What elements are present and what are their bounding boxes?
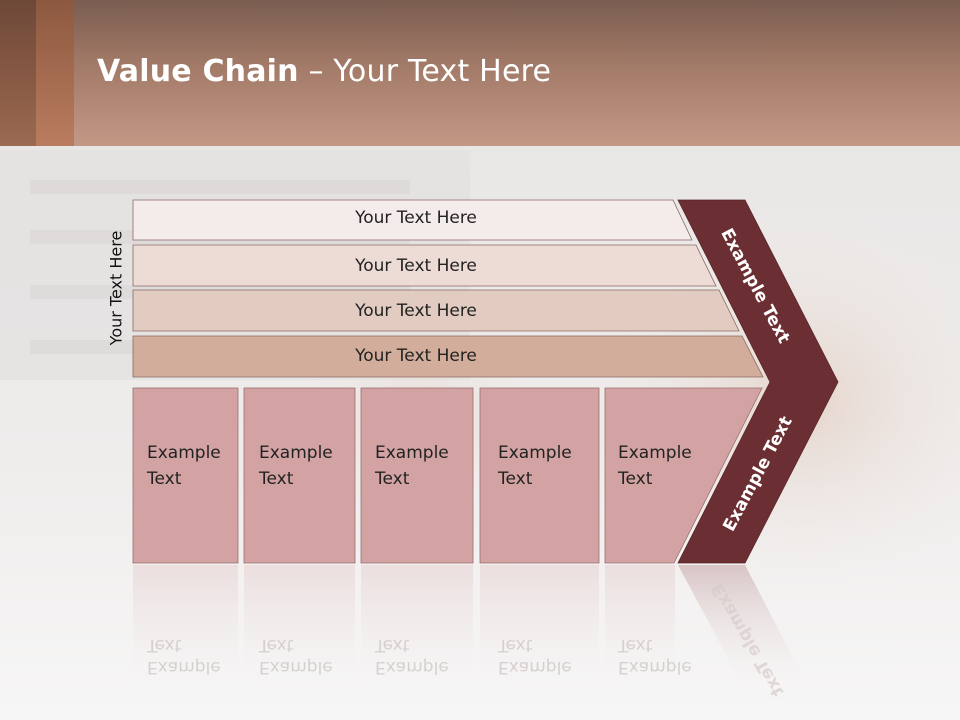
activity-box (360, 387, 474, 564)
row-label: Your Text Here (355, 301, 477, 321)
row-label: Your Text Here (355, 208, 477, 228)
activity-box (479, 387, 600, 564)
slide-title: Value Chain – Your Text Here (97, 54, 551, 89)
reflection (361, 565, 473, 685)
reflection (480, 565, 599, 685)
reflection (133, 565, 238, 685)
row-label: Your Text Here (355, 256, 477, 276)
reflection (678, 565, 810, 690)
header-stripe (36, 0, 74, 146)
activity-box (604, 387, 763, 564)
row-band (132, 199, 693, 241)
row-label: Your Text Here (355, 346, 477, 366)
activity-box (243, 387, 356, 564)
header-banner (0, 0, 960, 146)
side-label: Your Text Here (106, 230, 126, 346)
activity-box (132, 387, 239, 564)
row-band (132, 244, 717, 287)
row-band (132, 335, 764, 378)
reflection (605, 565, 675, 685)
title-bold: Value Chain (97, 54, 299, 89)
reflection (244, 565, 355, 685)
row-band (132, 289, 740, 332)
header-stripe (0, 0, 36, 146)
title-rest: – Your Text Here (298, 54, 552, 89)
margin-arrow (677, 199, 839, 564)
